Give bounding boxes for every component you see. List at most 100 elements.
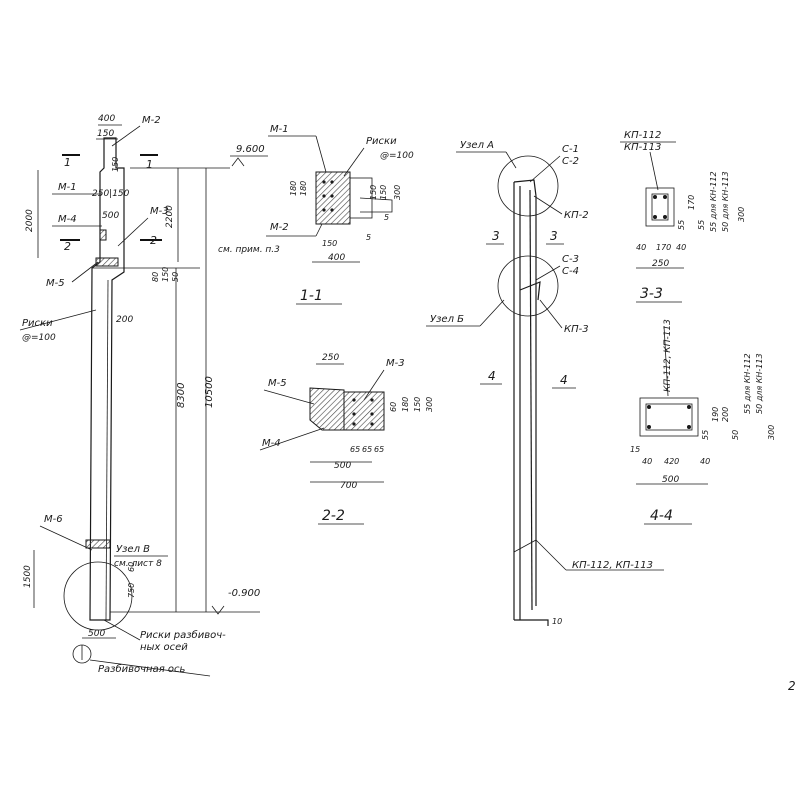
s33-dim-55b: 55: [697, 220, 706, 230]
s33-dim-170: 170: [656, 243, 671, 252]
dim-150-lower: 150: [161, 267, 170, 282]
s11-label-m1: М-1: [270, 124, 289, 135]
s33-dim-40a: 40: [636, 243, 646, 252]
label-m3: М-3: [150, 206, 169, 217]
dim-10: 10: [552, 617, 562, 626]
level-minus-0900: -0.900: [228, 588, 260, 599]
label-c2: С-2: [562, 156, 579, 167]
s44-dim-190: 190: [711, 407, 720, 422]
section-mark-1-right: 1: [146, 158, 153, 171]
label-m5: М-5: [46, 278, 65, 289]
s33-stirrup: [651, 193, 669, 221]
dim-10500: 10500: [204, 376, 215, 408]
plate-m6: [85, 539, 111, 549]
s11-dim-180b: 180: [299, 181, 308, 196]
s44-dim-500: 500: [662, 475, 679, 485]
column-elevation: 400 150 М-2 1 1 150 9.600 М-1 250|150 20…: [19, 114, 268, 677]
s22-dim-250: 250: [322, 353, 339, 363]
s33-dim-40b: 40: [676, 243, 686, 252]
level-9600: 9.600: [236, 144, 265, 155]
s44-label-kp: КП-112, КП-113: [663, 319, 673, 392]
s22-label-m5: М-5: [268, 378, 287, 389]
s44-dim-55: 55: [701, 430, 710, 440]
dim-400-top: 400: [98, 114, 115, 124]
detail-circle-node-b: [497, 255, 559, 317]
section-3-3: КП-112 КП-113 55 170 55 55 для КН-112 50…: [620, 130, 746, 303]
label-node-a: Узел А: [460, 140, 494, 151]
s11-title: 1-1: [300, 288, 323, 304]
s22-dim-65a: 65: [350, 445, 360, 454]
label-m4: М-4: [58, 214, 77, 225]
section-mark-3-right: 3: [550, 229, 558, 243]
s22-dim-300: 300: [425, 397, 434, 412]
s44-dim-15: 15: [630, 445, 640, 454]
s22-dim-65c: 65: [374, 445, 384, 454]
section-2-2: 250 М-3 М-5 М-4 60 180 150 300 65 65 65 …: [259, 353, 434, 525]
section-4-4: КП-112, КП-113 55 190 200 50 55 для КН-1…: [630, 319, 776, 525]
s44-dim-200: 200: [721, 407, 730, 422]
label-risks: Риски: [22, 318, 53, 329]
label-risk-step: @=100: [22, 333, 56, 343]
s22-dim-700: 700: [340, 481, 357, 491]
label-node-v-ref: см. лист 8: [114, 559, 162, 569]
label-kp3: КП-3: [564, 324, 589, 335]
label-kp2: КП-2: [564, 210, 589, 221]
dim-8300: 8300: [176, 383, 187, 408]
dim-150-top: 150: [97, 129, 114, 139]
s22-plate-m3: [343, 391, 385, 431]
s11-dim-300: 300: [393, 185, 402, 200]
s33-dim-250: 250: [652, 259, 669, 269]
dim-1500: 1500: [23, 565, 33, 588]
cage-bar-right: [529, 189, 533, 611]
cage-top-hook: [513, 179, 537, 197]
s22-plate-m5: [309, 387, 345, 431]
s11-note: см. прим. п.3: [218, 245, 280, 255]
reinforcement-cage: Узел А С-1 С-2 КП-2 3 3 С-3 С-4 Узел Б К…: [426, 140, 664, 626]
s22-label-m3: М-3: [386, 358, 405, 369]
s33-label-kp113: КП-113: [624, 142, 661, 153]
dim-500-base: 500: [88, 629, 105, 639]
s11-dim-180a: 180: [289, 181, 298, 196]
detail-circle-node-v: [63, 561, 133, 631]
s11-label-risks: Риски: [366, 136, 397, 147]
s33-title: 3-3: [640, 286, 663, 302]
s22-anchor-dots: [352, 398, 374, 426]
s11-dim-150c: 150: [322, 239, 337, 248]
s11-plate: [315, 171, 351, 225]
section-mark-1-left: 1: [64, 156, 71, 169]
dim-250-150: 250|150: [92, 189, 130, 199]
label-c1: С-1: [562, 144, 579, 155]
dim-50: 50: [171, 272, 180, 282]
label-m6: М-6: [44, 514, 63, 525]
plate-m4: [99, 229, 107, 241]
plate-m5: [95, 257, 119, 267]
section-mark-2-right: 2: [150, 234, 157, 247]
s33-dim-170v: 170: [687, 195, 696, 210]
section-1-1: М-1 Риски @=100 180 180 150 150 300 5 5 …: [218, 124, 414, 305]
s11-dim-150a: 150: [369, 185, 378, 200]
label-risk-axes-2: ных осей: [140, 642, 188, 653]
s44-title: 4-4: [650, 508, 673, 524]
section-mark-2-left: 2: [64, 240, 71, 253]
dim-150-side: 150: [111, 157, 120, 172]
dim-750: 750: [127, 583, 136, 598]
s11-anchor-dots: [322, 180, 334, 212]
section-mark-4-left: 4: [488, 369, 496, 383]
s22-dim-500: 500: [334, 461, 351, 471]
s44-note-1: 55 для КН-112: [743, 353, 752, 414]
s22-dim-180: 180: [401, 397, 410, 412]
s44-dim-40b: 40: [700, 457, 710, 466]
s33-section-outline: [645, 187, 675, 227]
label-kp-112-113: КП-112, КП-113: [572, 560, 653, 571]
dim-2200: 2200: [165, 205, 175, 228]
label-m1: М-1: [58, 182, 77, 193]
s11-dim-150b: 150: [379, 185, 388, 200]
s11-dim-400: 400: [328, 253, 345, 263]
s22-dim-60: 60: [389, 402, 398, 412]
dim-2000: 2000: [25, 209, 35, 232]
column-inner-line: [105, 279, 109, 621]
s22-label-m4: М-4: [262, 438, 281, 449]
cage-bottom-hook: [514, 619, 549, 626]
dim-60: 60: [127, 562, 136, 572]
